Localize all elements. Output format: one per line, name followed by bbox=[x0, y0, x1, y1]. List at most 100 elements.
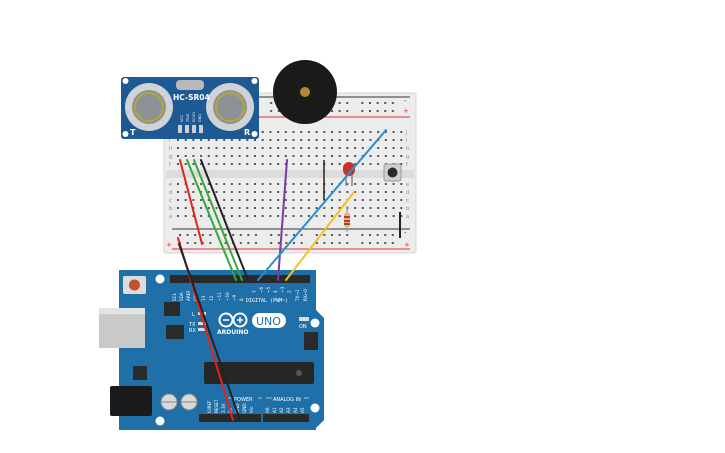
breadboard-hole[interactable] bbox=[200, 163, 203, 165]
wire-blue[interactable] bbox=[257, 129, 387, 281]
breadboard-hole[interactable] bbox=[261, 131, 264, 133]
breadboard-hole[interactable] bbox=[277, 191, 280, 193]
breadboard-hole[interactable] bbox=[215, 147, 218, 149]
breadboard-hole[interactable] bbox=[230, 207, 233, 209]
breadboard-hole[interactable] bbox=[369, 155, 372, 157]
breadboard-hole[interactable] bbox=[377, 147, 380, 149]
breadboard-hole[interactable] bbox=[284, 215, 287, 217]
breadboard-hole[interactable] bbox=[346, 234, 349, 236]
breadboard-hole[interactable] bbox=[207, 199, 210, 201]
breadboard-hole[interactable] bbox=[292, 163, 295, 165]
breadboard-hole[interactable] bbox=[354, 163, 357, 165]
breadboard-hole[interactable] bbox=[354, 183, 357, 185]
breadboard-hole[interactable] bbox=[238, 139, 241, 141]
breadboard-hole[interactable] bbox=[384, 102, 387, 104]
breadboard-hole[interactable] bbox=[292, 131, 295, 133]
breadboard-hole[interactable] bbox=[392, 147, 395, 149]
breadboard-hole[interactable] bbox=[207, 163, 210, 165]
breadboard-hole[interactable] bbox=[230, 139, 233, 141]
breadboard-hole[interactable] bbox=[331, 199, 333, 201]
breadboard-hole[interactable] bbox=[323, 147, 326, 149]
breadboard-hole[interactable] bbox=[277, 215, 280, 217]
breadboard-hole[interactable] bbox=[376, 242, 379, 244]
breadboard-hole[interactable] bbox=[346, 110, 349, 112]
breadboard-hole[interactable] bbox=[292, 199, 295, 201]
breadboard-hole[interactable] bbox=[369, 139, 372, 141]
breadboard-hole[interactable] bbox=[369, 242, 371, 244]
breadboard-hole[interactable] bbox=[285, 242, 288, 244]
breadboard-hole[interactable] bbox=[377, 155, 380, 157]
breadboard-hole[interactable] bbox=[300, 242, 303, 244]
breadboard-hole[interactable] bbox=[215, 155, 218, 157]
breadboard-hole[interactable] bbox=[307, 147, 310, 149]
breadboard-hole[interactable] bbox=[194, 234, 197, 236]
breadboard-hole[interactable] bbox=[254, 163, 256, 165]
breadboard-hole[interactable] bbox=[223, 139, 226, 141]
breadboard-hole[interactable] bbox=[184, 139, 187, 141]
breadboard-hole[interactable] bbox=[315, 163, 318, 165]
breadboard-hole[interactable] bbox=[300, 163, 303, 165]
breadboard-hole[interactable] bbox=[246, 147, 249, 149]
breadboard-hole[interactable] bbox=[277, 139, 280, 141]
breadboard-hole[interactable] bbox=[186, 234, 189, 236]
breadboard-hole[interactable] bbox=[207, 207, 210, 209]
breadboard-hole[interactable] bbox=[369, 234, 371, 236]
breadboard-hole[interactable] bbox=[238, 147, 241, 149]
breadboard-hole[interactable] bbox=[224, 234, 227, 236]
breadboard-hole[interactable] bbox=[269, 191, 272, 193]
breadboard-hole[interactable] bbox=[400, 163, 403, 165]
breadboard-hole[interactable] bbox=[384, 147, 387, 149]
breadboard-hole[interactable] bbox=[284, 147, 287, 149]
breadboard-hole[interactable] bbox=[338, 147, 341, 149]
breadboard-hole[interactable] bbox=[346, 102, 349, 104]
breadboard-hole[interactable] bbox=[261, 155, 264, 157]
breadboard-hole[interactable] bbox=[254, 183, 256, 185]
breadboard-hole[interactable] bbox=[254, 191, 256, 193]
breadboard-hole[interactable] bbox=[246, 163, 249, 165]
breadboard-hole[interactable] bbox=[270, 234, 273, 236]
breadboard-hole[interactable] bbox=[192, 163, 195, 165]
breadboard-hole[interactable] bbox=[277, 234, 280, 236]
breadboard-hole[interactable] bbox=[391, 102, 394, 104]
breadboard-hole[interactable] bbox=[269, 199, 272, 201]
breadboard-hole[interactable] bbox=[184, 191, 187, 193]
breadboard-hole[interactable] bbox=[384, 207, 387, 209]
breadboard-hole[interactable] bbox=[277, 242, 280, 244]
breadboard-hole[interactable] bbox=[246, 215, 249, 217]
breadboard-hole[interactable] bbox=[315, 155, 318, 157]
breadboard-hole[interactable] bbox=[200, 183, 203, 185]
breadboard-hole[interactable] bbox=[307, 191, 310, 193]
breadboard-hole[interactable] bbox=[224, 242, 227, 244]
usb-connector[interactable] bbox=[99, 308, 145, 348]
breadboard-hole[interactable] bbox=[338, 215, 341, 217]
breadboard-hole[interactable] bbox=[346, 242, 349, 244]
breadboard-hole[interactable] bbox=[377, 199, 380, 201]
breadboard-hole[interactable] bbox=[246, 183, 249, 185]
breadboard-hole[interactable] bbox=[354, 207, 357, 209]
arduino-uno[interactable]: DIGITAL (PWM~) ARDUINO UNO ON L TX RX PO… bbox=[99, 270, 324, 430]
breadboard-hole[interactable] bbox=[269, 163, 272, 165]
breadboard-hole[interactable] bbox=[391, 242, 394, 244]
breadboard-hole[interactable] bbox=[230, 147, 233, 149]
breadboard-hole[interactable] bbox=[292, 155, 295, 157]
breadboard-hole[interactable] bbox=[400, 155, 403, 157]
breadboard-hole[interactable] bbox=[331, 242, 333, 244]
resistor[interactable] bbox=[344, 206, 350, 232]
breadboard-hole[interactable] bbox=[179, 234, 181, 236]
breadboard-hole[interactable] bbox=[223, 207, 226, 209]
breadboard-hole[interactable] bbox=[400, 191, 403, 193]
breadboard-hole[interactable] bbox=[255, 234, 257, 236]
breadboard-hole[interactable] bbox=[392, 207, 395, 209]
breadboard-hole[interactable] bbox=[184, 155, 187, 157]
breadboard-hole[interactable] bbox=[292, 191, 295, 193]
breadboard-hole[interactable] bbox=[338, 163, 341, 165]
breadboard-hole[interactable] bbox=[215, 207, 218, 209]
breadboard-hole[interactable] bbox=[269, 155, 272, 157]
breadboard-hole[interactable] bbox=[300, 215, 303, 217]
breadboard-hole[interactable] bbox=[223, 191, 226, 193]
breadboard-hole[interactable] bbox=[315, 131, 318, 133]
breadboard-hole[interactable] bbox=[200, 147, 203, 149]
breadboard-hole[interactable] bbox=[392, 183, 395, 185]
breadboard-hole[interactable] bbox=[254, 147, 256, 149]
breadboard-hole[interactable] bbox=[200, 155, 203, 157]
